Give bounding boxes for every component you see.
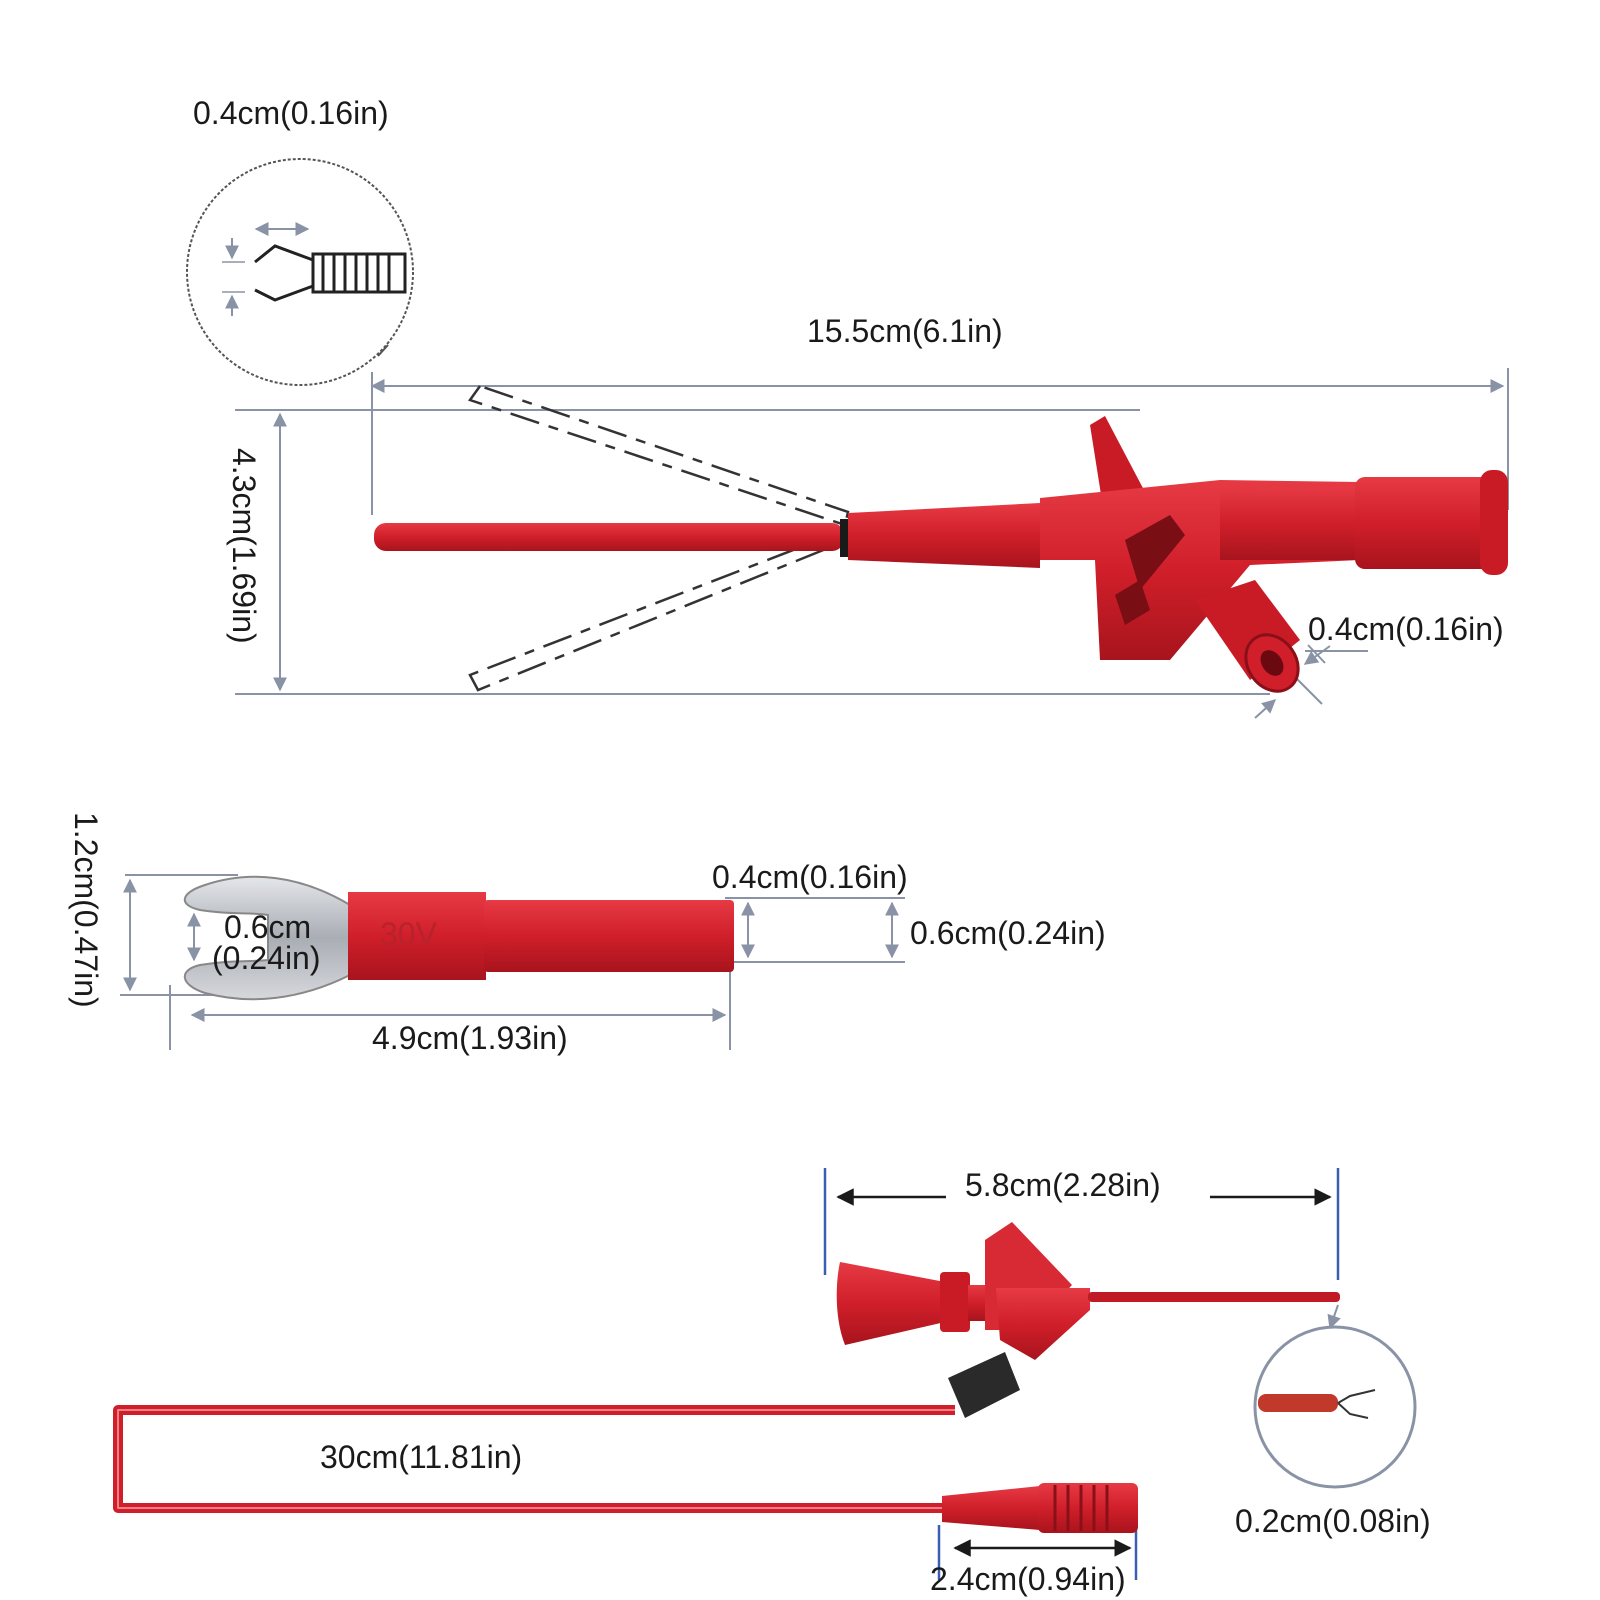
spade-marking: 30V bbox=[380, 916, 438, 952]
hook-detail-magnifier bbox=[1253, 1304, 1417, 1489]
mini-probe-dimension-lines bbox=[823, 1168, 1340, 1580]
spade-length-label: 4.9cm(1.93in) bbox=[372, 1020, 568, 1056]
clip-detail-magnifier bbox=[186, 158, 414, 386]
cable-length-label: 30cm(11.81in) bbox=[320, 1439, 523, 1475]
clip-tip-width-label: 0.4cm(0.16in) bbox=[193, 95, 389, 131]
hook-size-label: 0.2cm(0.08in) bbox=[1235, 1503, 1431, 1539]
spade-inner-width-line1: 0.6cm bbox=[224, 909, 312, 945]
probe-length-label: 15.5cm(6.1in) bbox=[807, 313, 1003, 349]
mini-probe-length-label: 5.8cm(2.28in) bbox=[965, 1167, 1161, 1203]
spade-height-label: 1.2cm(0.47in) bbox=[68, 812, 104, 1008]
mini-probe-body bbox=[113, 1222, 1340, 1533]
spade-socket-label: 0.4cm(0.16in) bbox=[712, 859, 908, 895]
spade-body-diameter-label: 0.6cm(0.24in) bbox=[910, 915, 1106, 951]
socket-diameter-label: 0.4cm(0.16in) bbox=[1308, 611, 1504, 647]
spade-inner-width-line2: (0.24in) bbox=[212, 940, 321, 976]
spade-adapter-body bbox=[183, 875, 734, 1001]
plug-length-label: 2.4cm(0.94in) bbox=[930, 1561, 1126, 1597]
probe-open-jaw-outline bbox=[467, 384, 850, 692]
probe-height-label: 4.3cm(1.69in) bbox=[226, 448, 262, 644]
large-probe-body bbox=[374, 416, 1508, 693]
